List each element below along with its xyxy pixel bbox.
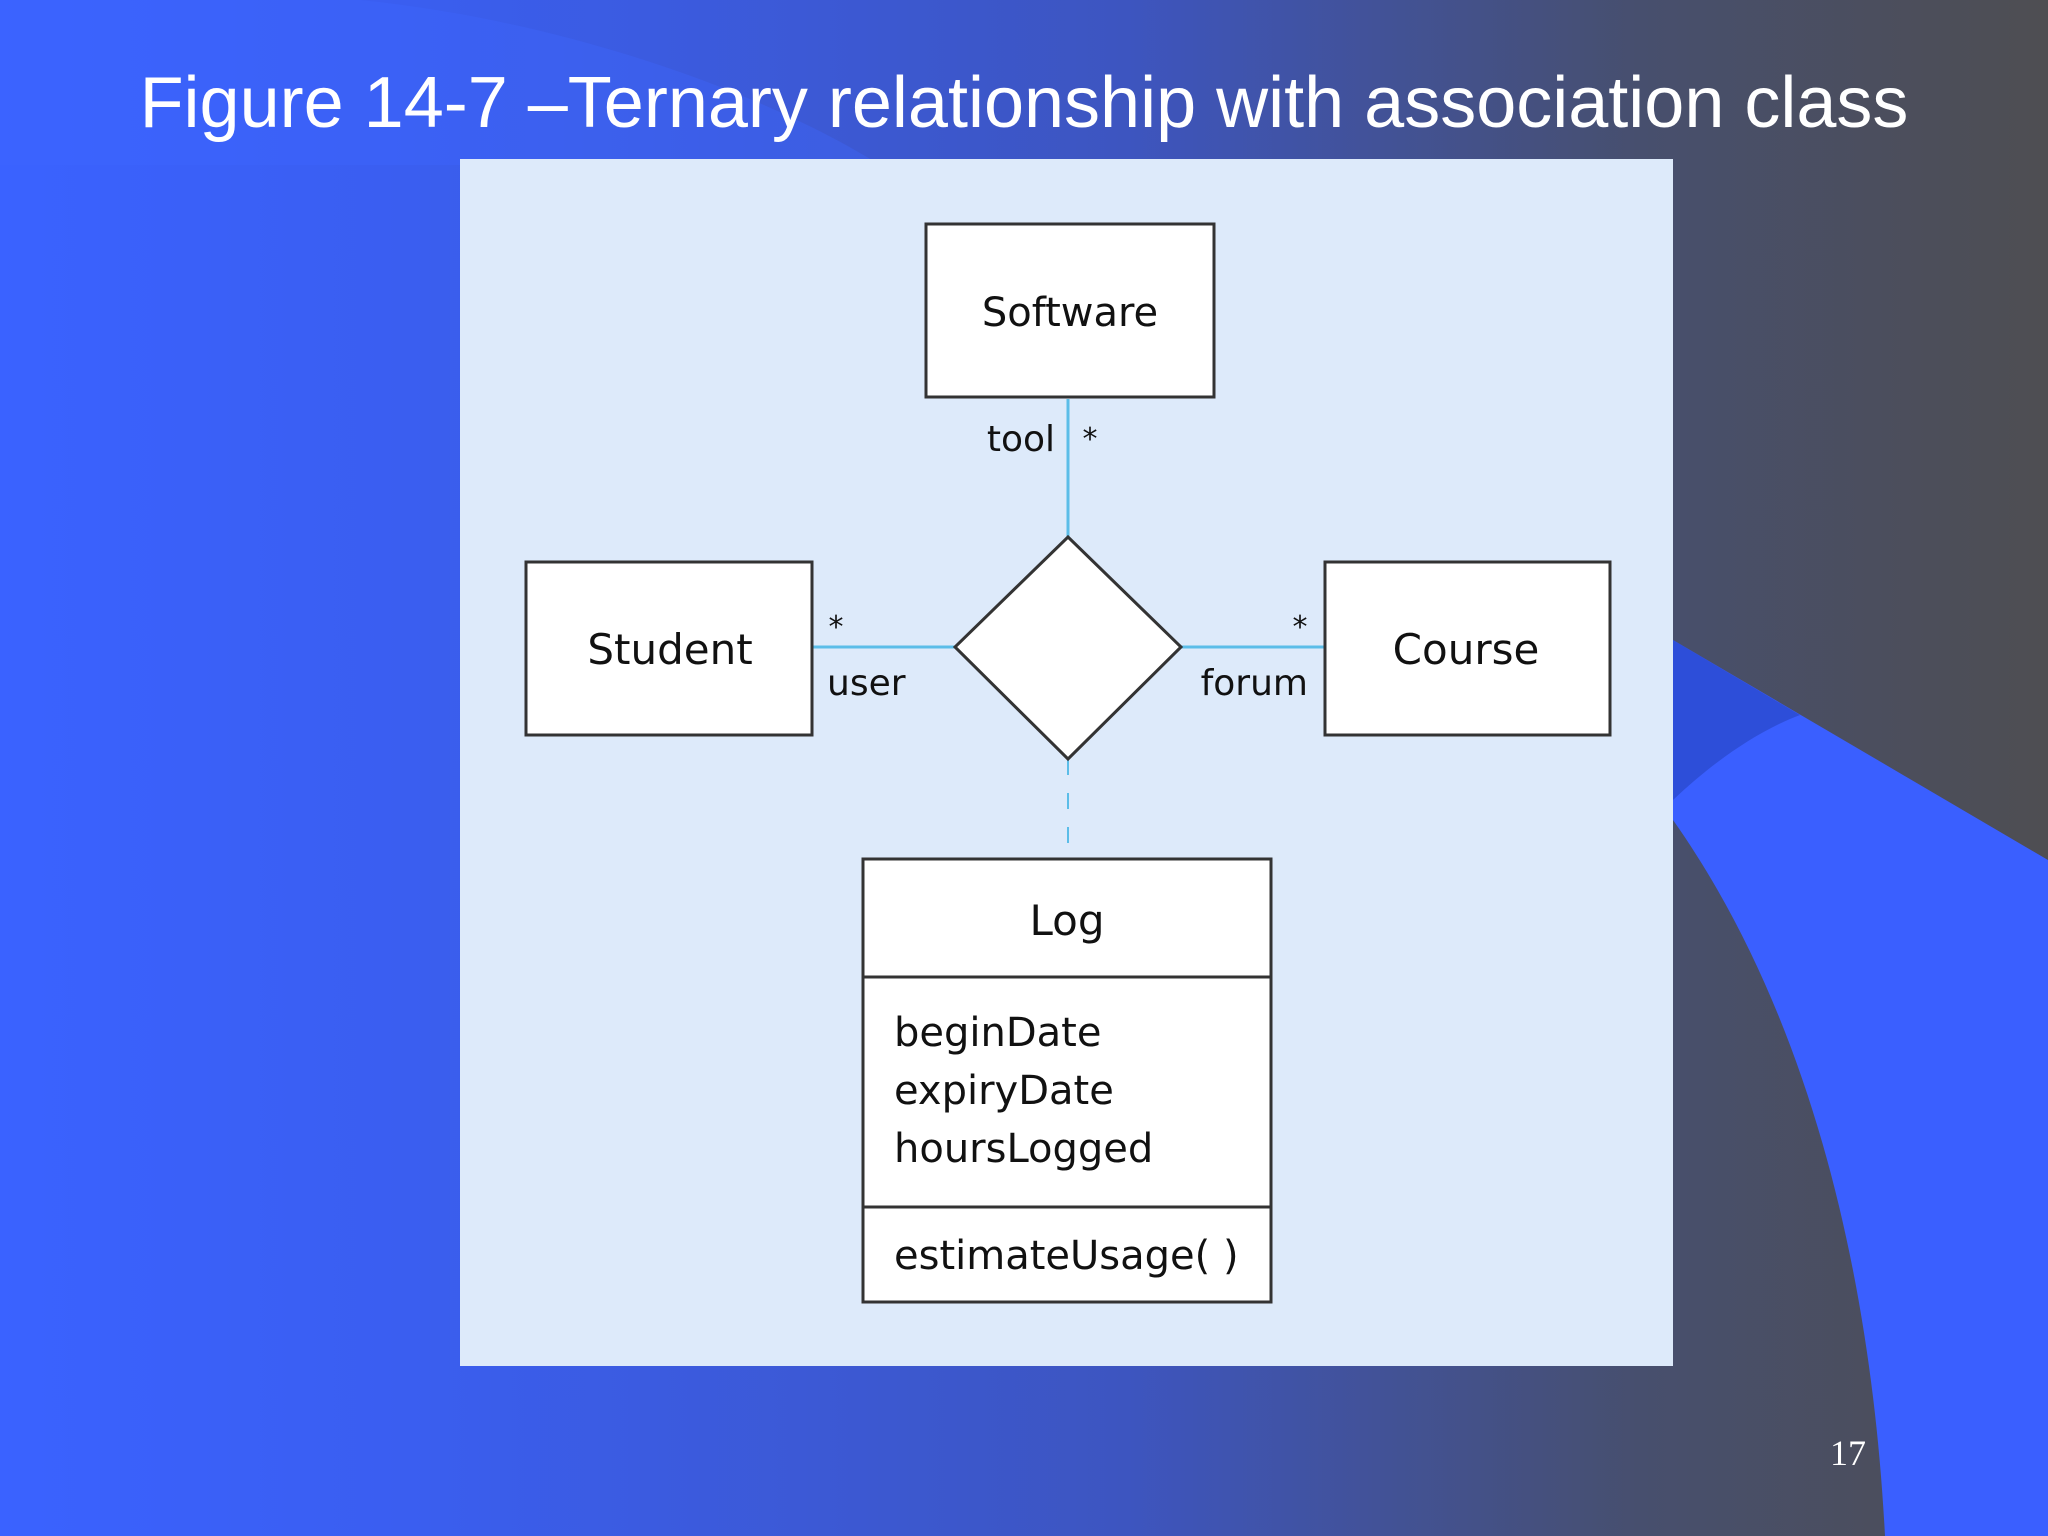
- page-number: 17: [1830, 1433, 1866, 1473]
- log-class-name: Log: [1029, 896, 1104, 945]
- role-user-label: user: [827, 663, 906, 704]
- log-attribute: hoursLogged: [894, 1126, 1153, 1172]
- role-tool-label: tool: [987, 419, 1055, 460]
- slide-title: Figure 14-7 –Ternary relationship with a…: [139, 63, 1909, 143]
- role-forum-label: forum: [1201, 663, 1308, 704]
- class-software-label: Software: [982, 290, 1158, 336]
- log-attribute: expiryDate: [894, 1068, 1114, 1114]
- background-swoosh-shade: [1673, 640, 1800, 800]
- class-course: Course: [1323, 560, 1612, 737]
- association-class-log: Log beginDate expiryDate hoursLogged est…: [861, 857, 1273, 1304]
- ternary-association-diamond: [952, 534, 1184, 762]
- log-attribute: beginDate: [894, 1010, 1101, 1056]
- class-student-label: Student: [587, 625, 752, 674]
- class-student-box: [524, 560, 814, 737]
- class-course-label: Course: [1393, 625, 1540, 674]
- diagram-panel: Software Student Course tool * user * fo…: [460, 159, 1673, 1366]
- class-course-box: [1323, 560, 1612, 737]
- multiplicity-user: *: [829, 610, 844, 645]
- log-operation: estimateUsage( ): [894, 1233, 1239, 1279]
- class-software-box: [924, 222, 1216, 399]
- log-operations-compartment: [861, 1205, 1273, 1304]
- multiplicity-tool: *: [1083, 422, 1098, 457]
- multiplicity-forum: *: [1293, 610, 1308, 645]
- class-software: Software: [924, 222, 1216, 399]
- class-student: Student: [524, 560, 814, 737]
- background-swoosh: [1673, 640, 2048, 1536]
- background-wave-top: [0, 0, 880, 165]
- uml-diagram: Software Student Course tool * user * fo…: [524, 222, 1612, 1304]
